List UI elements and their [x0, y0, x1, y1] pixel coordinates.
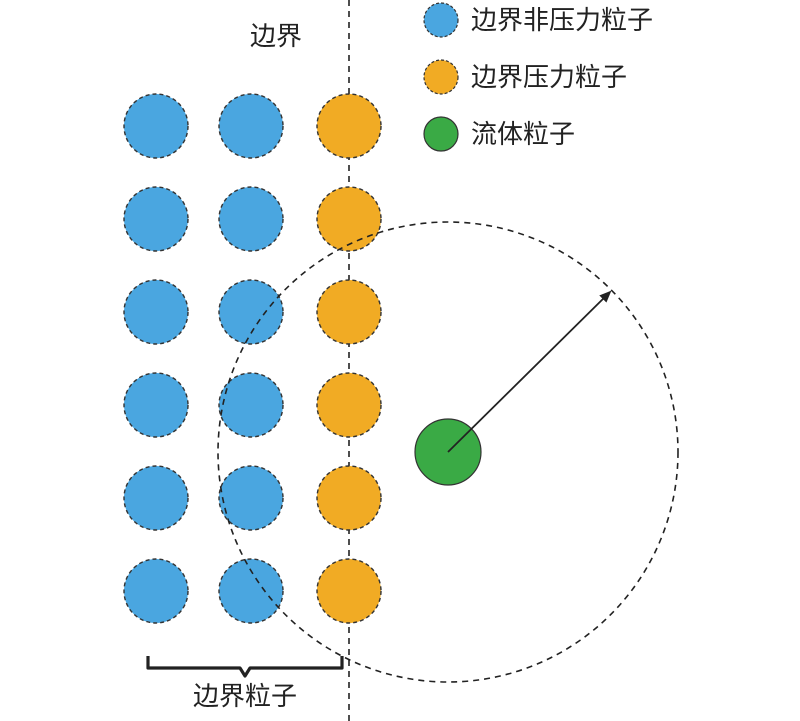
boundary-non-pressure-particle — [218, 186, 284, 252]
boundary-label: 边界 — [250, 22, 302, 52]
boundary-pressure-particle — [316, 465, 382, 531]
boundary-particle-grid — [123, 93, 382, 624]
boundary-non-pressure-particle — [123, 372, 189, 438]
boundary-non-pressure-particle — [218, 93, 284, 159]
boundary-pressure-particle — [316, 186, 382, 252]
boundary-non-pressure-particle — [123, 279, 189, 345]
boundary-pressure-particle — [316, 93, 382, 159]
boundary-non-pressure-particle — [123, 465, 189, 531]
boundary-pressure-particle — [316, 558, 382, 624]
boundary-non-pressure-particle — [123, 558, 189, 624]
boundary-non-pressure-particle — [123, 186, 189, 252]
legend-label-0: 边界非压力粒子 — [471, 6, 653, 36]
boundary-non-pressure-particle — [218, 465, 284, 531]
boundary-non-pressure-particle — [218, 558, 284, 624]
legend-swatch-1 — [423, 59, 459, 95]
boundary-non-pressure-particle — [218, 372, 284, 438]
boundary-pressure-particle — [316, 372, 382, 438]
boundary-particles-label: 边界粒子 — [193, 682, 297, 712]
legend-swatch-0 — [423, 2, 459, 38]
boundary-pressure-particle — [316, 279, 382, 345]
boundary-non-pressure-particle — [123, 93, 189, 159]
boundary-particles-brace — [146, 656, 344, 678]
radius-arrow — [447, 290, 612, 453]
boundary-non-pressure-particle — [218, 279, 284, 345]
support-domain-circle — [217, 221, 679, 683]
legend-label-1: 边界压力粒子 — [471, 63, 627, 93]
legend-swatch-2 — [423, 116, 459, 152]
legend-label-2: 流体粒子 — [471, 120, 575, 150]
